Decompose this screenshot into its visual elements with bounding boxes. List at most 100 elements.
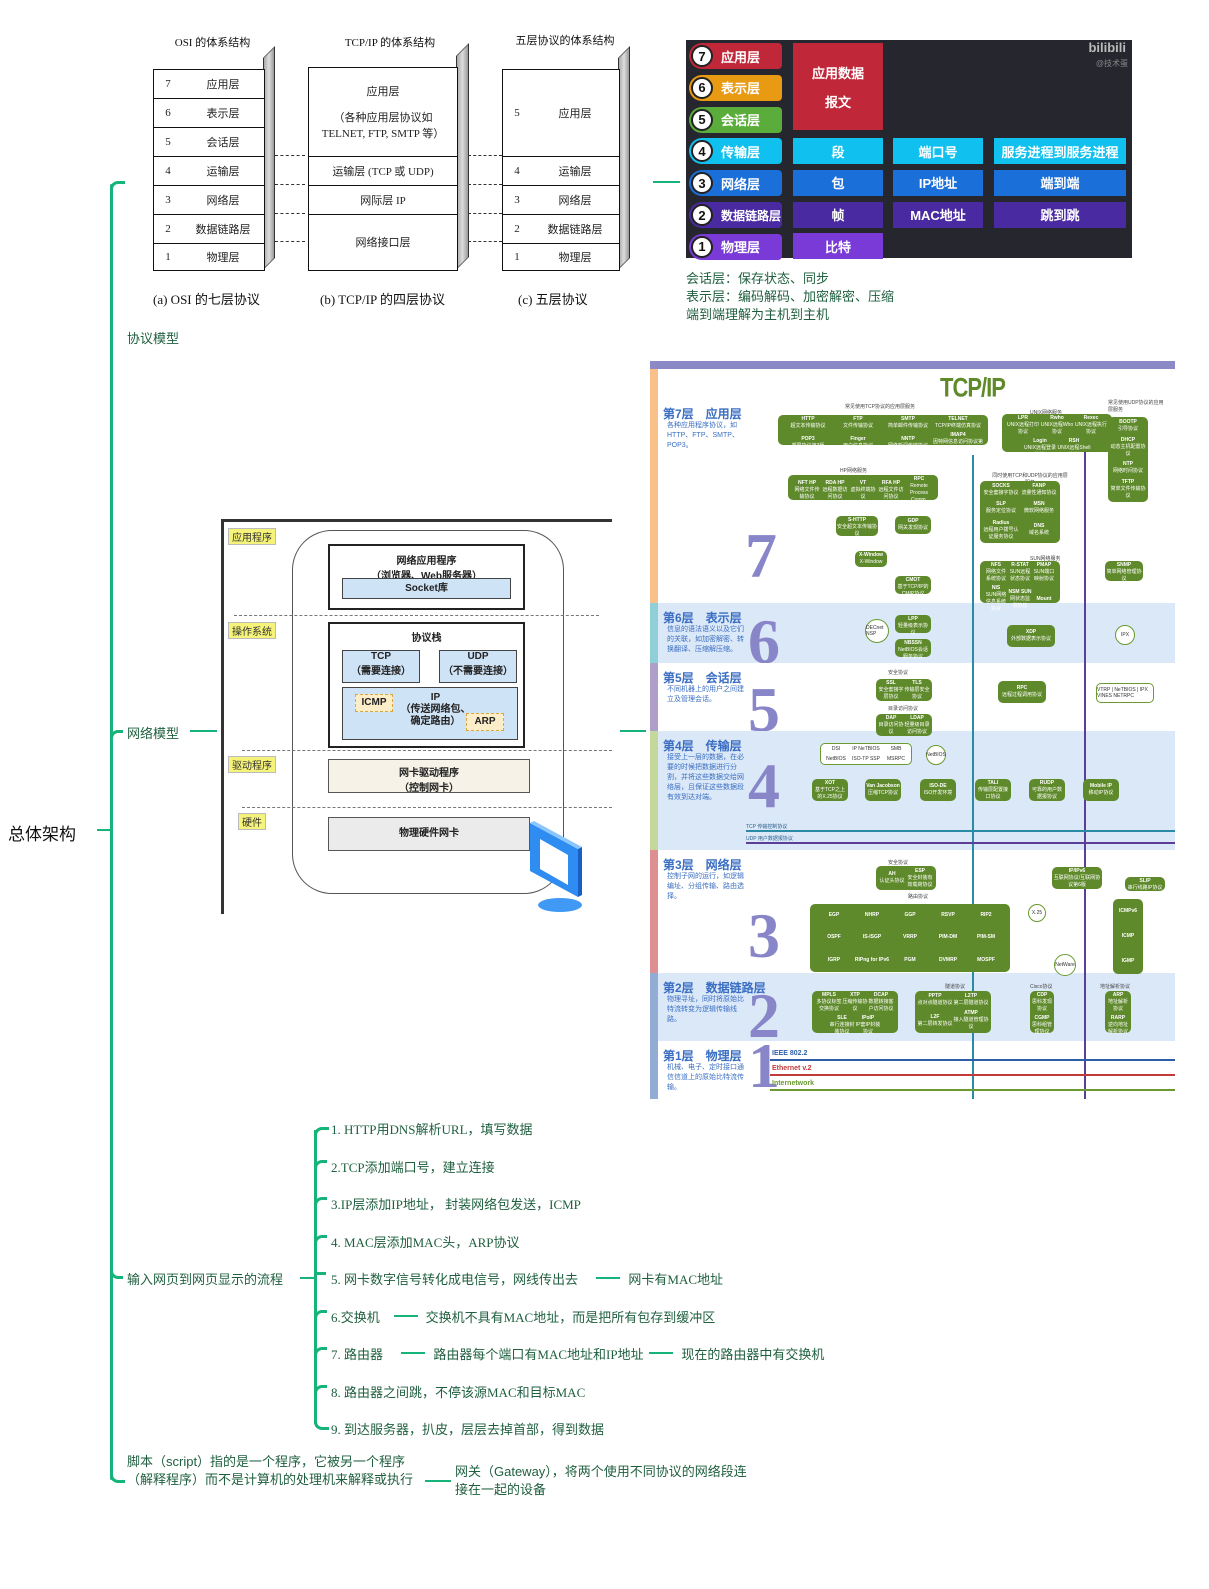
tcpip-transport-layer: 运输层 (TCP 或 UDP) <box>309 156 457 186</box>
flow-step-detail[interactable]: 网卡有MAC地址 <box>628 1272 724 1287</box>
ipx-circle[interactable]: IPX <box>1115 625 1135 645</box>
note-session[interactable]: 会话层：保存状态、同步 <box>686 271 830 286</box>
address-cell: MAC地址 <box>893 201 983 228</box>
flow-step[interactable]: 1. HTTP用DNS解析URL，填写数据 <box>331 1122 533 1137</box>
flow-step-detail[interactable]: 现在的路由器中有交换机 <box>681 1347 825 1362</box>
caption-security5: 安全协议 <box>888 670 909 676</box>
flow-step[interactable]: 3.IP层添加IP地址， 封装网络包发送，ICMP <box>331 1197 581 1212</box>
protocol-name: POP3 <box>801 435 815 442</box>
layer-number: 4 <box>514 165 520 177</box>
connector <box>314 1234 327 1246</box>
protocol-desc: X-Window <box>859 559 883 565</box>
tag-application: 应用程序 <box>228 528 276 545</box>
protocol-name: NHRP <box>864 911 880 918</box>
decnet-nsp-circle[interactable]: DECnet NSP <box>865 619 889 643</box>
protocol-desc: 因特网信息访问协议第4版 <box>933 439 984 452</box>
udp-desc: （不需要连接） <box>443 666 513 677</box>
vines-box[interactable]: VTRP | NeTBIOS | IPX VINES NETRPC <box>1096 683 1154 703</box>
branch-script-definition[interactable]: 脚本（script）指的是一个程序，它被另一个程序（解释程序）而不是计算机的处理… <box>127 1454 414 1487</box>
note-presentation[interactable]: 表示层：编码解码、加密解密、压缩 <box>686 289 895 304</box>
protocol-entry: IGRP <box>815 956 853 965</box>
note-end-to-end[interactable]: 端到端理解为主机到主机 <box>686 307 830 322</box>
protocol-entry: PIM-DM <box>929 933 967 942</box>
branch-protocol-model[interactable]: 协议模型 <box>127 331 180 346</box>
protocol-desc: 可靠的用户数据报协议 <box>1031 787 1062 800</box>
connector <box>620 730 646 732</box>
flow-trunk <box>314 1130 317 1424</box>
protocol-name: IGRP <box>827 957 841 964</box>
x25-circle[interactable]: X.25 <box>1028 904 1046 922</box>
flow-step[interactable]: 5. 网卡数字信号转化成电信号，网线传出去 <box>331 1272 579 1287</box>
layer-number-badge: 7 <box>691 45 713 67</box>
branch-network-model[interactable]: 网络模型 <box>127 726 180 741</box>
layer-name: 数据链路层 <box>195 224 251 236</box>
flow-step[interactable]: 4. MAC层添加MAC头，ARP协议 <box>331 1234 520 1250</box>
caption-hp: HP网络服务 <box>840 468 867 474</box>
root-topic[interactable]: 总体架构 <box>8 825 76 844</box>
netware-circle[interactable]: NetWare <box>1054 954 1076 976</box>
osi-caption: (a) OSI 的七层协议 <box>153 292 260 307</box>
flow-step[interactable]: 6.交换机 <box>331 1309 380 1325</box>
branch-web-flow[interactable]: 输入网页到网页显示的流程 <box>127 1272 284 1287</box>
flow-step-detail[interactable]: 交换机不具有MAC地址，而是把所有包存到缓冲区 <box>425 1309 716 1325</box>
protocol-name: MPLS <box>822 992 836 998</box>
band-color-strip <box>650 663 658 731</box>
protocol-name: RIPng for IPv6 <box>854 957 890 964</box>
protocol-name: Rwho <box>1050 415 1064 421</box>
band-color-strip <box>650 369 658 603</box>
gateway-definition[interactable]: 网关（Gateway），将两个使用不同协议的网络段连接在一起的设备 <box>455 1464 747 1497</box>
protocol-name: SSL <box>886 680 896 686</box>
flow-step-detail[interactable]: 路由器每个端口有MAC地址和IP地址 <box>433 1347 644 1362</box>
flow-step[interactable]: 2.TCP添加端口号，建立连接 <box>331 1159 495 1175</box>
protocol-entry: PIM-SM <box>967 933 1005 942</box>
netbios-circle[interactable]: NetBIOS <box>926 745 946 765</box>
flow-step[interactable]: 7. 路由器 <box>331 1347 384 1362</box>
protocol-name: SLIP <box>1139 878 1151 884</box>
layer-name: 应用层 <box>366 86 400 98</box>
flow-step[interactable]: 8. 路由器之间跳，不停该源MAC和目标MAC <box>331 1384 586 1400</box>
flow-step[interactable]: 9. 到达服务器，扒皮，层层去掉首部，得到数据 <box>331 1422 605 1437</box>
layer-name: 会话层 <box>721 113 761 129</box>
